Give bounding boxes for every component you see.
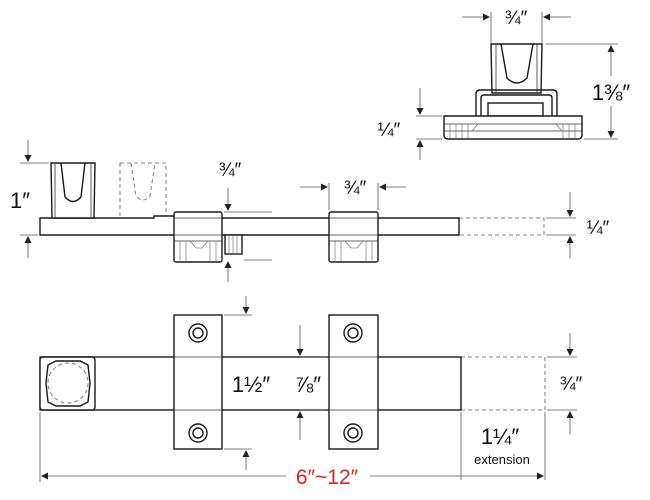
side-bar-thickness-label: ¼″ — [587, 218, 610, 239]
end-view-base-label: ¼″ — [378, 120, 401, 141]
side-guide-gap-label: ¾″ — [219, 160, 242, 181]
top-bar-width-label: ¾″ — [560, 374, 583, 395]
end-view: ¾″ 1⅜″ ¼″ — [378, 8, 632, 160]
top-guide-inner-label: ⅞″ — [295, 372, 321, 397]
top-view: 1½″ ⅞″ ¾″ 1¼″ extension 6″~12″ — [39, 296, 583, 489]
extension-word-label: extension — [474, 452, 530, 467]
overall-length-label: 6″~12″ — [296, 466, 359, 489]
side-guide-width-label: ¾″ — [344, 178, 367, 199]
end-view-width-label: ¾″ — [505, 8, 528, 29]
top-guide-length-label: 1½″ — [232, 372, 271, 397]
end-view-height-label: 1⅜″ — [592, 80, 631, 105]
side-view: 1″ ¾″ ¾″ ¼″ — [10, 140, 610, 282]
side-knob-height-label: 1″ — [10, 188, 30, 213]
extension-value-label: 1¼″ — [481, 424, 520, 449]
